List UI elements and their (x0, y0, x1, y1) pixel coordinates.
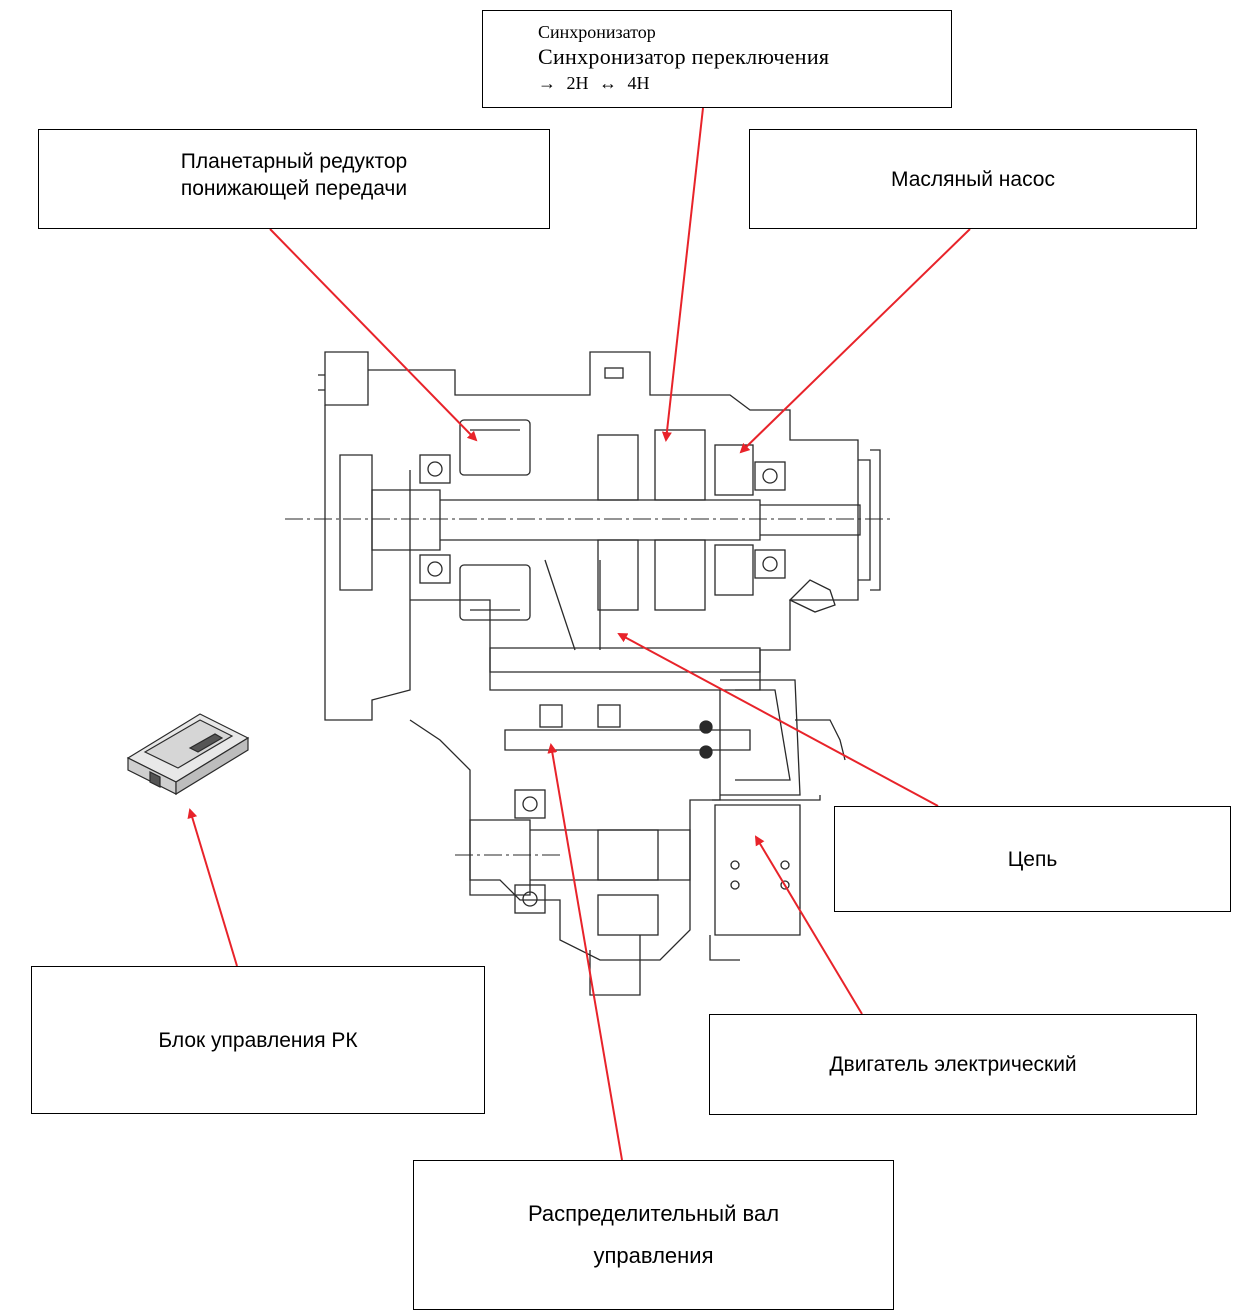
arrow-planetary (269, 228, 478, 442)
label-planetary-gear: Планетарный редуктор понижающей передачи (38, 129, 550, 229)
leader-arrows (187, 107, 971, 1161)
arrow-chain (617, 633, 939, 807)
label-control-camshaft: Распределительный вал управления (413, 1160, 894, 1310)
camshaft-line-1: Распределительный вал (527, 1201, 780, 1226)
ecu-text: Блок управления РК (158, 1028, 358, 1052)
ecu-module-icon (126, 713, 250, 796)
label-ecu: Блок управления РК (31, 966, 485, 1114)
sync-title: Синхронизатор (538, 22, 656, 42)
camshaft-line-2: управления (593, 1243, 714, 1268)
transfer-case-drawing (285, 351, 890, 996)
arrow-camshaft (547, 743, 623, 1161)
label-oil-pump: Масляный насос (749, 129, 1197, 229)
planetary-line-1: Планетарный редуктор (180, 150, 408, 173)
planetary-line-2: понижающей передачи (180, 177, 408, 200)
arrow-sync (661, 107, 704, 442)
oil-pump-text: Масляный насос (891, 167, 1055, 191)
arrow-oil-pump (739, 228, 971, 454)
chain-text: Цепь (1007, 847, 1058, 871)
arrow-ecu (187, 808, 238, 967)
label-electric-motor: Двигатель электрический (709, 1014, 1197, 1115)
sync-subtitle: Синхронизатор переключения (538, 44, 830, 69)
arrow-motor (754, 835, 863, 1015)
label-chain: Цепь (834, 806, 1231, 912)
sync-mode: → 2H ↔ 4H (538, 73, 650, 93)
label-synchronizer: Синхронизатор Синхронизатор переключения… (482, 10, 952, 108)
motor-text: Двигатель электрический (829, 1053, 1077, 1076)
